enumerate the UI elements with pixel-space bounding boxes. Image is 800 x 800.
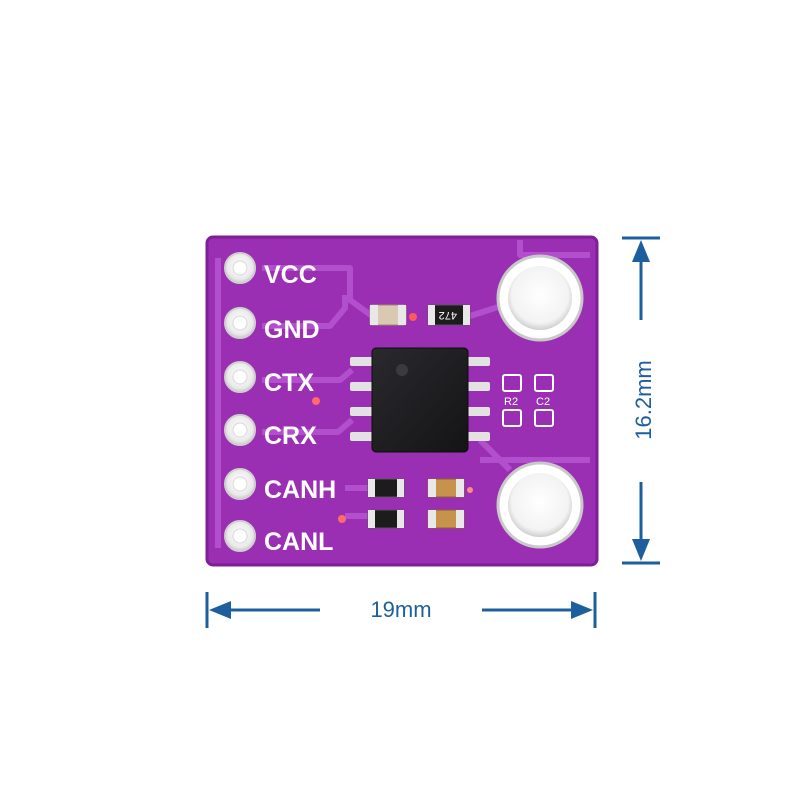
width-arrow-right	[571, 601, 593, 619]
r2-pad-bottom	[502, 409, 522, 427]
chip-lead-r3	[462, 407, 490, 416]
pin-label-gnd: GND	[264, 316, 320, 344]
capacitor-canl-cap-b	[456, 510, 464, 528]
can-transceiver-chip	[350, 347, 490, 453]
c2-pad-bottom	[534, 409, 554, 427]
pin-header	[224, 252, 256, 552]
chip-body	[371, 347, 469, 453]
capacitor-top-left-cap-a	[370, 305, 378, 325]
pin-hole-vcc	[232, 260, 248, 276]
chip-lead-l3	[350, 407, 378, 416]
resistor-canh-cap-b	[397, 479, 404, 497]
pcb-board: VCC GND CTX CRX CANH CANL 472	[205, 235, 599, 567]
dimension-width	[205, 592, 597, 628]
r2-c2-footprints: R2 C2	[502, 374, 554, 427]
pin-labels: VCC GND CTX CRX CANH CANL	[264, 261, 336, 556]
chip-lead-r2	[462, 382, 490, 391]
capacitor-canl-cap-a	[428, 510, 436, 528]
resistor-top-marking: 472	[439, 309, 457, 321]
width-label: 19mm	[370, 597, 431, 622]
resistor-canl-cap-b	[397, 510, 404, 528]
pin-label-canh: CANH	[264, 476, 336, 504]
r2-pad-top	[502, 374, 522, 392]
chip-lead-l2	[350, 382, 378, 391]
r2-marking: R2	[504, 396, 518, 408]
height-label: 16.2mm	[631, 360, 656, 439]
c2-pad-top	[534, 374, 554, 392]
capacitor-canh-cap-b	[456, 479, 464, 497]
pin-label-canl: CANL	[264, 528, 333, 556]
pin-hole-canh	[232, 476, 248, 492]
pin-hole-crx	[232, 422, 248, 438]
chip-lead-l1	[350, 357, 378, 366]
mounting-hole-bottom-inner	[508, 473, 572, 537]
pin-label-vcc: VCC	[264, 261, 317, 289]
resistor-top-cap-a	[428, 305, 435, 325]
chip-lead-r4	[462, 432, 490, 441]
chip-lead-l4	[350, 432, 378, 441]
led-canh	[467, 487, 473, 493]
pcb-edge-shade	[205, 235, 599, 567]
pin-hole-gnd	[232, 315, 248, 331]
capacitor-canh-cap-a	[428, 479, 436, 497]
dimension-height	[622, 236, 660, 565]
mounting-hole-top-inner	[508, 266, 572, 330]
resistor-canh-cap-a	[368, 479, 375, 497]
pin-label-crx: CRX	[264, 422, 317, 450]
capacitor-top-left-cap-b	[398, 305, 406, 325]
height-arrow-down	[632, 539, 650, 561]
pin-hole-canl	[232, 528, 248, 544]
led-top	[409, 313, 417, 321]
top-components: 472	[369, 304, 471, 326]
height-arrow-up	[632, 240, 650, 262]
pin-label-ctx: CTX	[264, 369, 314, 397]
pcb-traces	[215, 240, 590, 548]
c2-marking: C2	[536, 396, 550, 408]
chip-lead-r1	[462, 357, 490, 366]
bottom-components	[338, 478, 473, 529]
mounting-holes	[496, 254, 584, 549]
chip-pin1-dot	[396, 364, 408, 376]
led-canl	[338, 515, 346, 523]
led-ctx	[312, 397, 320, 405]
width-arrow-left	[209, 601, 231, 619]
pin-hole-ctx	[232, 369, 248, 385]
resistor-canl-cap-a	[368, 510, 375, 528]
resistor-top-cap-b	[463, 305, 470, 325]
